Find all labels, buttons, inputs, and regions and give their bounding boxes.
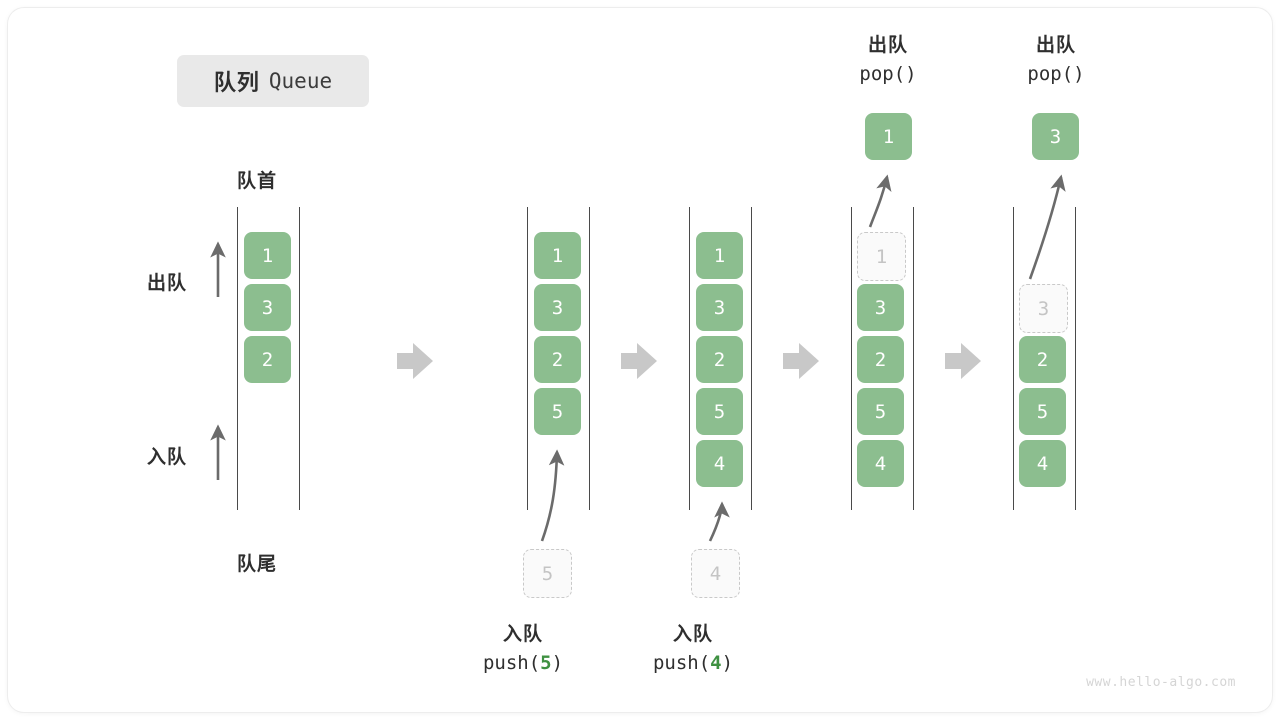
step-arrow-1	[397, 343, 433, 379]
panel-3-element-1: 3	[696, 284, 743, 331]
panel-3-op-arg: 4	[710, 652, 722, 675]
panel-5-rail-right	[1075, 207, 1076, 510]
panel-5-rail-left	[1013, 207, 1014, 510]
panel-5-caption: 出队 pop()	[981, 31, 1131, 90]
panel-2-element-1: 3	[534, 284, 581, 331]
panel-2-rail-right	[589, 207, 590, 510]
panel-3-rail-left	[689, 207, 690, 510]
title-english: Queue	[268, 69, 333, 93]
diagram-card: 队列 Queue 队首 队尾 出队 入队 1 3 2 1 3 2 5 5 入队 …	[8, 8, 1272, 712]
panel-3-element-4: 4	[696, 440, 743, 487]
title-chinese: 队列	[213, 70, 260, 95]
panel-3-caption-line1: 入队	[672, 624, 713, 645]
panel-2-element-3: 5	[534, 388, 581, 435]
panel-1-element-0: 1	[244, 232, 291, 279]
step-arrow-2	[621, 343, 657, 379]
panel-2-op: push(	[482, 652, 541, 675]
panel-1-rail-right	[299, 207, 300, 510]
panel-1-rail-left	[237, 207, 238, 510]
panel-3-incoming-ghost: 4	[691, 549, 740, 598]
step-arrow-3	[783, 343, 819, 379]
panel-4-popped-element: 1	[865, 113, 912, 160]
panel-2-element-0: 1	[534, 232, 581, 279]
pop-arrow-panel-4	[868, 174, 892, 228]
panel-4-rail-right	[913, 207, 914, 510]
panel-2-op-close: )	[551, 652, 564, 675]
panel-4-caption: 出队 pop()	[813, 31, 963, 90]
panel-3-caption-line2: push(4)	[618, 649, 768, 678]
push-arrow-panel-2	[540, 449, 565, 542]
panel-5-caption-line1: 出队	[1035, 35, 1076, 56]
panel-1-element-1: 3	[244, 284, 291, 331]
push-arrow-panel-3	[708, 501, 730, 542]
panel-2-caption-line1: 入队	[502, 624, 543, 645]
panel-3-rail-right	[751, 207, 752, 510]
arrows-overlay	[210, 174, 1066, 542]
panel-5-outgoing-ghost: 3	[1019, 284, 1068, 333]
pop-arrow-panel-5	[1028, 174, 1066, 280]
panel-5-element-1: 5	[1019, 388, 1066, 435]
panel-4-element-1: 2	[857, 336, 904, 383]
title-badge: 队列 Queue	[177, 55, 369, 107]
panel-2-rail-left	[527, 207, 528, 510]
panel-2-incoming-ghost: 5	[523, 549, 572, 598]
panel-5-element-0: 2	[1019, 336, 1066, 383]
panel-4-rail-left	[851, 207, 852, 510]
panel-2-caption-line2: push(5)	[448, 649, 598, 678]
panel-4-outgoing-ghost: 1	[857, 232, 906, 281]
panel-4-element-3: 4	[857, 440, 904, 487]
panel-3-element-2: 2	[696, 336, 743, 383]
panel-3-caption: 入队 push(4)	[618, 620, 768, 679]
panel-4-caption-line2: pop()	[859, 63, 917, 86]
panel-4-element-2: 5	[857, 388, 904, 435]
panel-1-element-2: 2	[244, 336, 291, 383]
panel-5-caption-line2: pop()	[1027, 63, 1085, 86]
watermark: www.hello-algo.com	[1086, 675, 1236, 690]
panel-3-element-3: 5	[696, 388, 743, 435]
panel-3-op: push(	[652, 652, 711, 675]
panel-2-element-2: 2	[534, 336, 581, 383]
queue-head-label: 队首	[237, 171, 278, 192]
step-arrow-4	[945, 343, 981, 379]
queue-tail-label: 队尾	[237, 554, 278, 575]
panel-5-popped-element: 3	[1032, 113, 1079, 160]
panel-3-element-0: 1	[696, 232, 743, 279]
panel-4-caption-line1: 出队	[867, 35, 908, 56]
panel-2-op-arg: 5	[540, 652, 552, 675]
panel-5-element-2: 4	[1019, 440, 1066, 487]
dequeue-direction-label: 出队	[147, 273, 188, 294]
panel-2-caption: 入队 push(5)	[448, 620, 598, 679]
panel-3-op-close: )	[721, 652, 734, 675]
enqueue-direction-label: 入队	[147, 447, 188, 468]
panel-4-element-0: 3	[857, 284, 904, 331]
